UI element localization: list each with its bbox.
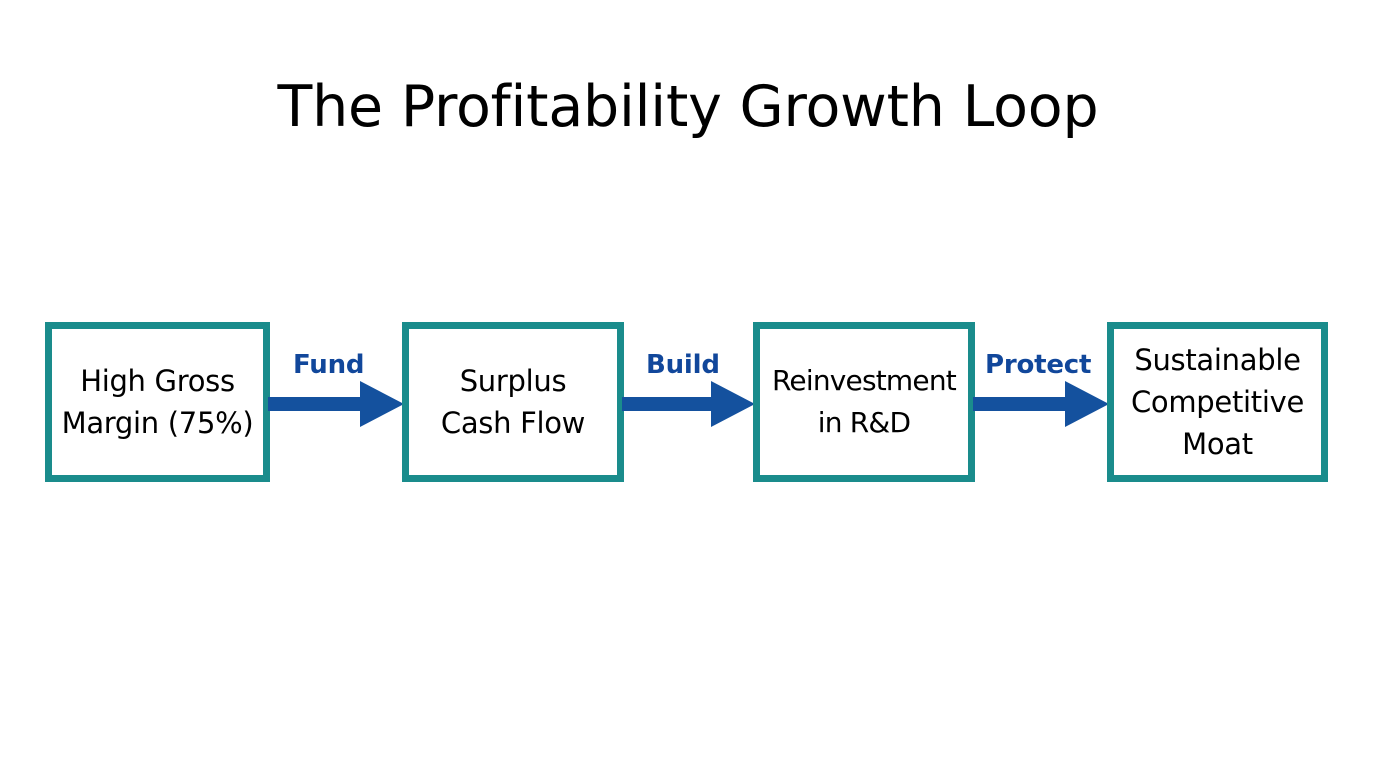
flow-node-label: Reinvestment in R&D (772, 364, 957, 439)
connector-label-build: Build (646, 350, 720, 380)
page-title: The Profitability Growth Loop (277, 74, 1099, 140)
flow-node-reinvestment-in-rd[interactable]: Reinvestment in R&D (753, 322, 975, 482)
right-arrow-icon (268, 381, 404, 427)
right-arrow-icon (622, 381, 755, 427)
connector-label-fund: Fund (293, 350, 365, 380)
connector-label-protect: Protect (985, 350, 1092, 380)
flow-node-high-gross-margin[interactable]: High Gross Margin (75%) (45, 322, 270, 482)
right-arrow-icon (973, 381, 1109, 427)
flow-node-surplus-cash-flow[interactable]: Surplus Cash Flow (402, 322, 624, 482)
flow-node-sustainable-competitive-moat[interactable]: Sustainable Competitive Moat (1107, 322, 1328, 482)
flow-diagram: High Gross Margin (75%) Fund Surplus Cas… (0, 322, 1376, 482)
flow-node-label: Sustainable Competitive Moat (1130, 343, 1305, 461)
flow-node-label: Surplus Cash Flow (440, 364, 586, 440)
flow-node-label: High Gross Margin (75%) (61, 364, 254, 440)
